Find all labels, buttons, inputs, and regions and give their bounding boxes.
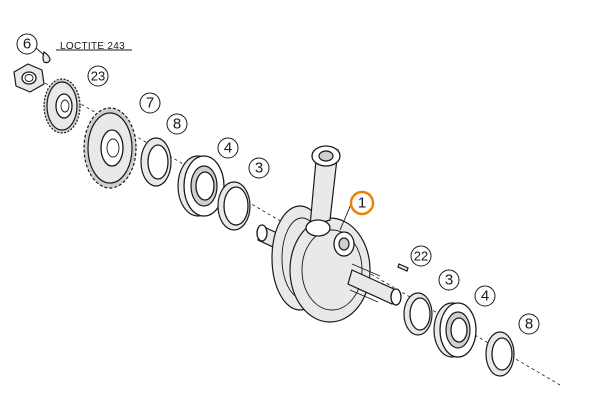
part-shim-left[interactable] [217,181,251,231]
callout-3-right[interactable]: 3 [438,269,460,291]
callout-22[interactable]: 22 [410,245,432,267]
part-timing-gear[interactable] [83,107,137,189]
svg-text:4: 4 [224,140,232,157]
part-crankshaft[interactable] [256,145,402,323]
leader-6 [35,47,45,56]
part-spacer-ring-left[interactable] [140,137,172,187]
svg-text:3: 3 [255,160,263,177]
part-primary-gear[interactable] [43,78,81,134]
part-bearing-left[interactable] [177,155,225,217]
svg-text:8: 8 [525,316,533,333]
part-bearing-right[interactable] [433,302,477,358]
callout-1-highlighted[interactable]: 1 [349,190,375,216]
svg-text:4: 4 [481,288,489,305]
svg-text:8: 8 [173,116,181,133]
svg-text:23: 23 [91,69,105,84]
callout-3-left[interactable]: 3 [248,157,270,179]
leader-1 [339,201,353,231]
svg-text:3: 3 [445,272,453,289]
svg-text:6: 6 [23,36,31,53]
callout-4-right[interactable]: 4 [474,285,496,307]
part-nut[interactable] [13,63,45,93]
callout-4-left[interactable]: 4 [217,137,239,159]
callout-7[interactable]: 7 [139,92,161,114]
callout-6[interactable]: 6 [16,33,38,55]
part-spacer-ring-right[interactable] [485,331,515,377]
part-loctite-drop [42,51,51,64]
callout-8-right[interactable]: 8 [518,313,540,335]
part-woodruff-key[interactable] [397,263,409,272]
callout-8-left[interactable]: 8 [166,113,188,135]
svg-text:7: 7 [146,95,154,112]
part-shim-right[interactable] [403,292,433,336]
svg-text:1: 1 [358,195,366,212]
callout-23[interactable]: 23 [87,65,109,87]
svg-text:22: 22 [414,249,428,264]
loctite-note: LOCTITE 243 [60,41,125,52]
